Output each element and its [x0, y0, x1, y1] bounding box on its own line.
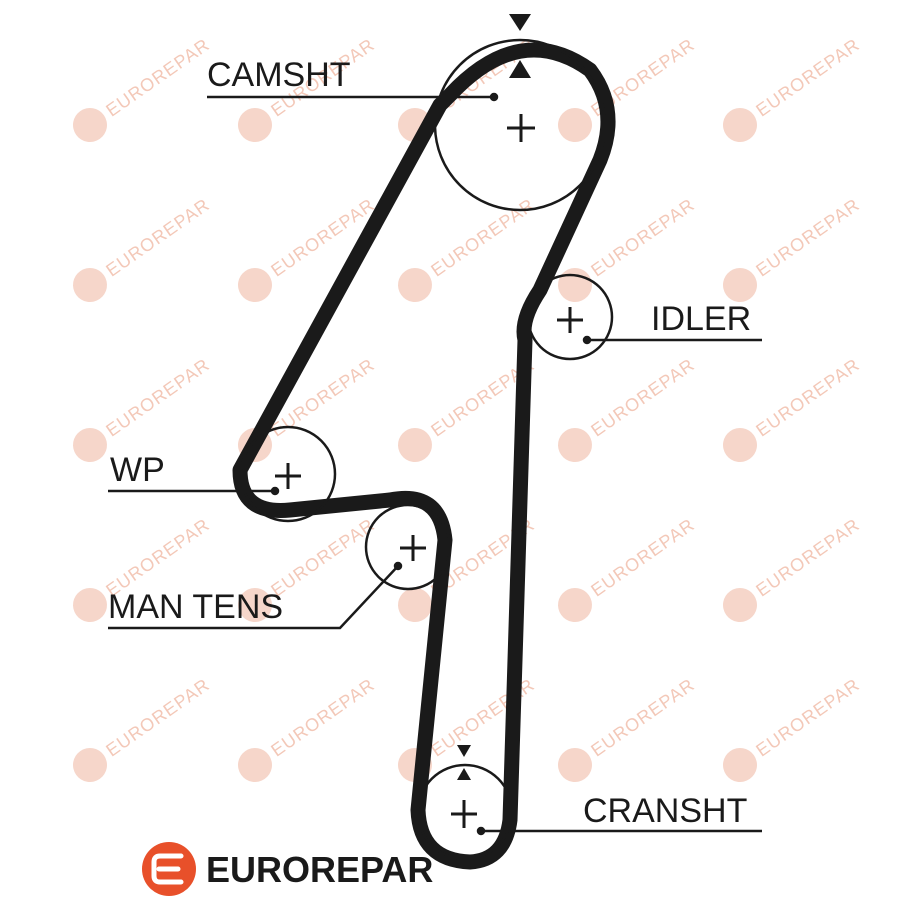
- watermark-text: EUROREPAR: [267, 674, 378, 760]
- watermark-logo-icon: [723, 588, 757, 622]
- pulley-center-plus-icon: [507, 114, 535, 142]
- leader-lines: [108, 92, 762, 836]
- watermark-logo-icon: [238, 108, 272, 142]
- label-idler: IDLER: [651, 300, 751, 338]
- timing-belt: [232, 42, 616, 870]
- watermark-tile: EUROREPAR: [398, 194, 538, 302]
- label-camshaft: CAMSHT: [207, 56, 351, 94]
- watermark-logo-icon: [398, 268, 432, 302]
- watermark-text: EUROREPAR: [752, 194, 863, 280]
- watermark-text: EUROREPAR: [587, 514, 698, 600]
- watermark-text: EUROREPAR: [752, 354, 863, 440]
- watermark-text: EUROREPAR: [587, 674, 698, 760]
- watermark-logo-icon: [73, 268, 107, 302]
- camshaft-pulley: [433, 38, 607, 212]
- timing-mark-arrow-icon: [509, 14, 531, 31]
- pulley-center-plus-icon: [400, 535, 426, 561]
- watermark-logo-icon: [238, 748, 272, 782]
- watermark-logo-icon: [558, 588, 592, 622]
- watermark-logo-icon: [238, 268, 272, 302]
- watermark-tile: EUROREPAR: [723, 674, 863, 782]
- watermark-text: EUROREPAR: [752, 674, 863, 760]
- watermark-logo-icon: [723, 268, 757, 302]
- watermark-logo-icon: [238, 588, 272, 622]
- label-manual-tensioner: MAN TENS: [108, 588, 283, 626]
- watermark-logo-icon: [558, 108, 592, 142]
- watermark-logo-icon: [73, 108, 107, 142]
- watermark-text: EUROREPAR: [587, 194, 698, 280]
- watermark-logo-icon: [558, 748, 592, 782]
- label-crankshaft: CRANSHT: [583, 792, 747, 830]
- eurorepar-logo: EUROREPAR: [142, 842, 433, 896]
- watermark-logo-icon: [73, 428, 107, 462]
- watermark-tile: EUROREPAR: [558, 674, 698, 782]
- watermark-tile: EUROREPAR: [558, 514, 698, 622]
- pulley-center-plus-icon: [557, 307, 583, 333]
- brand-name: EUROREPAR: [206, 849, 433, 890]
- watermark-text: EUROREPAR: [587, 354, 698, 440]
- watermark-logo-icon: [398, 588, 432, 622]
- watermark-logo-icon: [723, 428, 757, 462]
- timing-mark-arrow-icon: [509, 60, 531, 78]
- watermark-text: EUROREPAR: [427, 194, 538, 280]
- eurorepar-logo-icon: [142, 842, 196, 896]
- watermark-tile: EUROREPAR: [238, 674, 378, 782]
- watermark-tile: EUROREPAR: [723, 194, 863, 302]
- watermark-logo-icon: [558, 428, 592, 462]
- timing-mark-arrow-icon: [457, 768, 471, 780]
- watermark-text: EUROREPAR: [267, 514, 378, 600]
- watermark-text: EUROREPAR: [102, 354, 213, 440]
- watermark-tile: EUROREPAR: [723, 354, 863, 462]
- watermark-logo-icon: [723, 108, 757, 142]
- watermark-text: EUROREPAR: [752, 514, 863, 600]
- water-pump-pulley: [239, 425, 337, 523]
- watermark-tile: EUROREPAR: [73, 194, 213, 302]
- watermark-tile: EUROREPAR: [723, 514, 863, 622]
- watermark-text: EUROREPAR: [752, 34, 863, 120]
- watermark-logo-icon: [398, 428, 432, 462]
- watermark-tile: EUROREPAR: [73, 34, 213, 142]
- watermark-logo-icon: [723, 748, 757, 782]
- watermark-text: EUROREPAR: [102, 34, 213, 120]
- watermark-text: EUROREPAR: [102, 674, 213, 760]
- pulley-center-plus-icon: [451, 800, 477, 828]
- manual-tensioner-leader: [108, 565, 399, 630]
- idler-pulley: [526, 273, 614, 361]
- manual-tensioner-pulley: [364, 503, 452, 591]
- watermark-tile: EUROREPAR: [73, 674, 213, 782]
- watermark-logo-icon: [73, 588, 107, 622]
- label-water-pump: WP: [110, 451, 165, 489]
- watermark-tile: EUROREPAR: [723, 34, 863, 142]
- crankshaft-pulley: [416, 763, 514, 861]
- pulley-center-plus-icon: [275, 463, 301, 489]
- watermark-tile: EUROREPAR: [558, 34, 698, 142]
- watermark-text: EUROREPAR: [102, 194, 213, 280]
- timing-mark-arrow-icon: [457, 745, 471, 757]
- watermark-tile: EUROREPAR: [558, 354, 698, 462]
- watermark-logo-icon: [73, 748, 107, 782]
- watermark-text: EUROREPAR: [427, 674, 538, 760]
